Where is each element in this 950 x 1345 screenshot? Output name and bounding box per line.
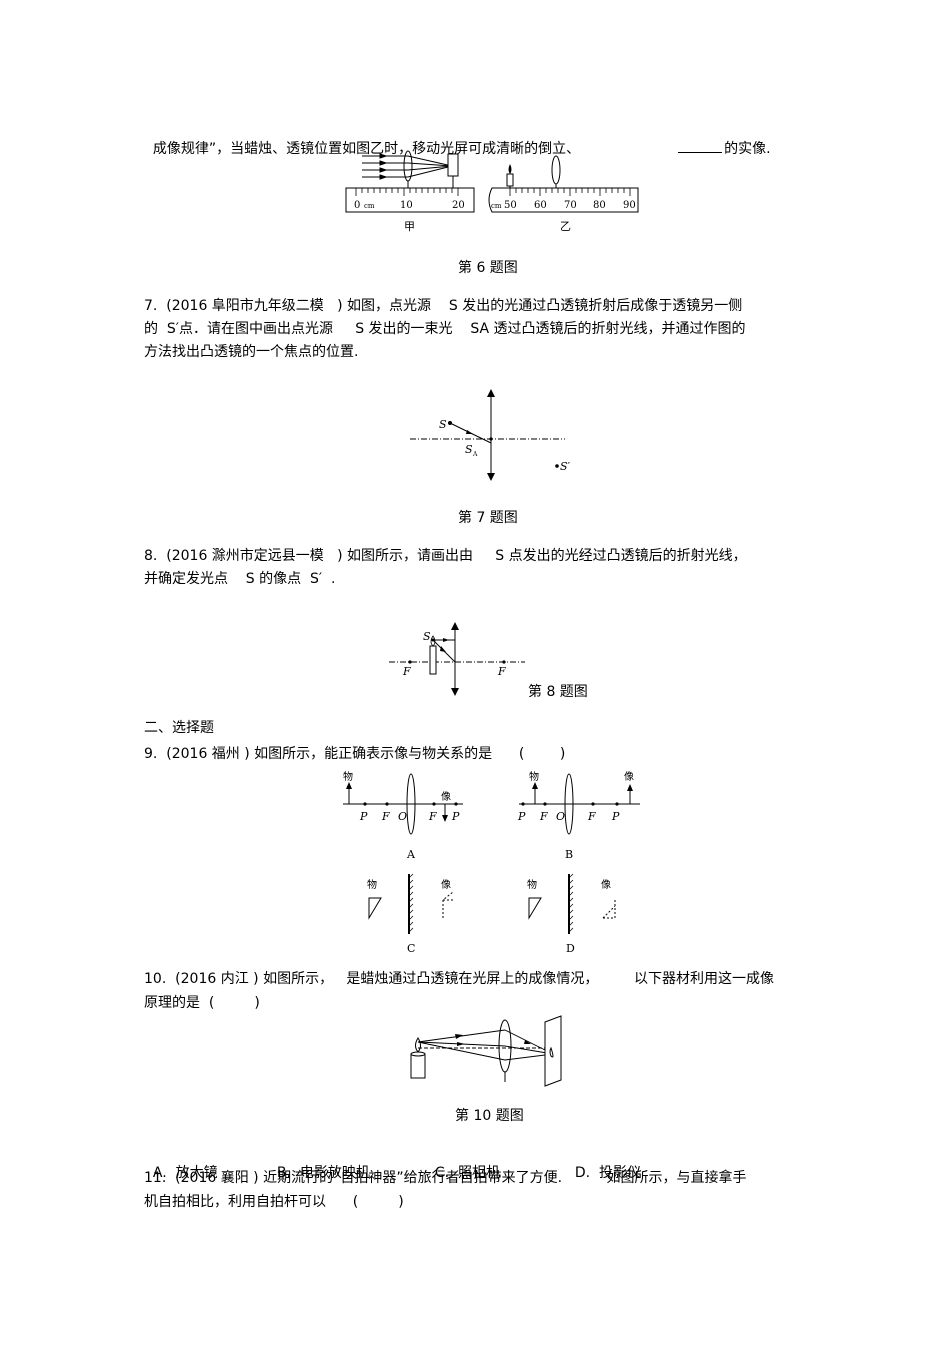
p-label: P — [517, 810, 526, 823]
lens-yi — [551, 155, 561, 185]
ruler-yi-unit: cm — [491, 202, 502, 210]
ruler-jia-unit: cm — [364, 202, 375, 210]
ruler-yi-tick-70: 70 — [564, 200, 577, 211]
q7-text-line-1: 7. (2016 阜阳市九年级二模 ) 如图，点光源 S 发出的光通过凸透镜折射… — [144, 298, 743, 314]
q10-option-a[interactable]: A. 放大镜 — [152, 1165, 218, 1181]
light-rays — [417, 1029, 554, 1061]
candle-icon — [506, 164, 514, 188]
label-c: C — [407, 942, 415, 955]
f-label: F — [587, 810, 596, 823]
q8-text-line-2: 并确定发光点 S 的像点 S′ . — [144, 571, 336, 587]
q11-text-line-2: 机自拍相比，利用自拍杆可以 ( ) — [144, 1194, 404, 1210]
q8-figure: S F F — [389, 622, 525, 696]
parallel-rays — [362, 153, 453, 180]
p-label: P — [359, 810, 368, 823]
q10-text-line-1: 10. (2016 内江 ) 如图所示， 是蜡烛通过凸透镜在光屏上的成像情况， … — [144, 971, 775, 987]
ruler-yi-tick-60: 60 — [534, 200, 547, 211]
f-label: F — [381, 810, 390, 823]
q8-text-line-1: 8. (2016 滁州市定远县一模 ) 如图所示，请画出由 S 点发出的光经过凸… — [144, 548, 747, 564]
point-s-prime — [555, 464, 559, 468]
p-label: P — [451, 810, 460, 823]
label-s: S — [423, 630, 431, 643]
q9-option-b-diagram[interactable]: 物 P F O F P 像 B — [517, 770, 640, 861]
q6-answer-blank[interactable] — [678, 138, 723, 153]
wu-label-d: 物 — [527, 878, 537, 891]
q10-caption: 第 10 题图 — [455, 1108, 524, 1124]
screen-jia — [447, 153, 459, 177]
q6-text-part-a: 成像规律”，当蜡烛、透镜位置如图乙时，移动光屏可成清晰的倒立、 — [152, 141, 581, 157]
label-sa-sub: A — [472, 451, 478, 458]
q10-options: A. 放大镜 B. 电影放映机 C. 照相机 D. 投影仪 — [144, 1143, 641, 1183]
candle-icon — [410, 1037, 426, 1079]
ruler-jia: 0 cm 10 20 甲 — [345, 150, 475, 233]
label-f-right: F — [497, 665, 506, 678]
ruler-jia-tick-10: 10 — [400, 200, 413, 211]
wu-label-c: 物 — [367, 878, 377, 891]
q7-figure: S S A S′ — [410, 389, 571, 481]
screen-icon — [544, 1015, 562, 1087]
label-f-left: F — [402, 665, 411, 678]
f-label: F — [428, 810, 437, 823]
wu-label-a: 物 — [343, 770, 353, 783]
xiang-label-c: 像 — [441, 879, 451, 891]
xiang-label-a: 像 — [441, 791, 451, 803]
q10-option-c[interactable]: C. 照相机 — [434, 1165, 501, 1181]
label-b: B — [565, 848, 573, 861]
q10-figure — [410, 1015, 562, 1087]
ruler-yi: cm 50 60 70 80 90 乙 — [488, 155, 639, 233]
label-d: D — [566, 942, 575, 955]
candle-icon — [429, 645, 437, 675]
p-label: P — [611, 810, 620, 823]
ruler-jia-tick-20: 20 — [452, 200, 465, 211]
o-label: O — [556, 810, 565, 823]
q7-caption: 第 7 题图 — [458, 510, 518, 526]
q10-option-b[interactable]: B. 电影放映机 — [276, 1165, 370, 1181]
ruler-yi-tick-90: 90 — [623, 200, 636, 211]
q9-option-d-diagram[interactable]: 物 像 D — [527, 873, 616, 955]
q9-option-c-diagram[interactable]: 物 像 C — [367, 873, 454, 955]
section-2-title: 二、选择题 — [144, 720, 214, 736]
q10-text-line-2: 原理的是 ( ) — [144, 995, 260, 1011]
q7-text-line-3: 方法找出凸透镜的一个焦点的位置. — [144, 344, 359, 360]
q9-option-a-diagram[interactable]: 物 P F O F P 像 A — [343, 770, 463, 861]
q10-option-d[interactable]: D. 投影仪 — [574, 1165, 642, 1181]
q8-caption: 第 8 题图 — [528, 684, 588, 700]
q6-text-part-b: 的实像. — [724, 141, 771, 157]
label-jia: 甲 — [404, 220, 415, 233]
label-sa: S — [465, 443, 473, 456]
q6-figure: 0 cm 10 20 甲 cm 50 60 — [345, 150, 639, 233]
xiang-label-d: 像 — [601, 879, 611, 891]
q6-caption: 第 6 题图 — [458, 260, 518, 276]
label-s-prime: S′ — [560, 460, 571, 473]
o-label: O — [398, 810, 407, 823]
ruler-jia-tick-0: 0 — [354, 200, 360, 211]
q11-text-line-1: 11. (2016 襄阳 ) 近期流行的“自拍神器”给旅行者自拍带来了方便. 如… — [144, 1170, 747, 1186]
xiang-label-b: 像 — [624, 771, 634, 783]
ruler-yi-tick-50: 50 — [504, 200, 517, 211]
wu-label-b: 物 — [529, 770, 539, 783]
q6-text-line-1: 成像规律”，当蜡烛、透镜位置如图乙时，移动光屏可成清晰的倒立、 的实像. — [144, 118, 771, 159]
q9-text-line-1: 9. (2016 福州 ) 如图所示，能正确表示像与物关系的是 ( ) — [144, 746, 566, 762]
f-label: F — [539, 810, 548, 823]
q7-text-line-2: 的 S′点．请在图中画出点光源 S 发出的一束光 SA 透过凸透镜后的折射光线，… — [144, 321, 746, 337]
label-yi: 乙 — [560, 220, 571, 233]
ruler-yi-tick-80: 80 — [593, 200, 606, 211]
label-a: A — [406, 848, 416, 861]
q9-figure: 物 P F O F P 像 A 物 P F O F P 像 B 物 — [343, 770, 640, 955]
label-s: S — [439, 418, 447, 431]
